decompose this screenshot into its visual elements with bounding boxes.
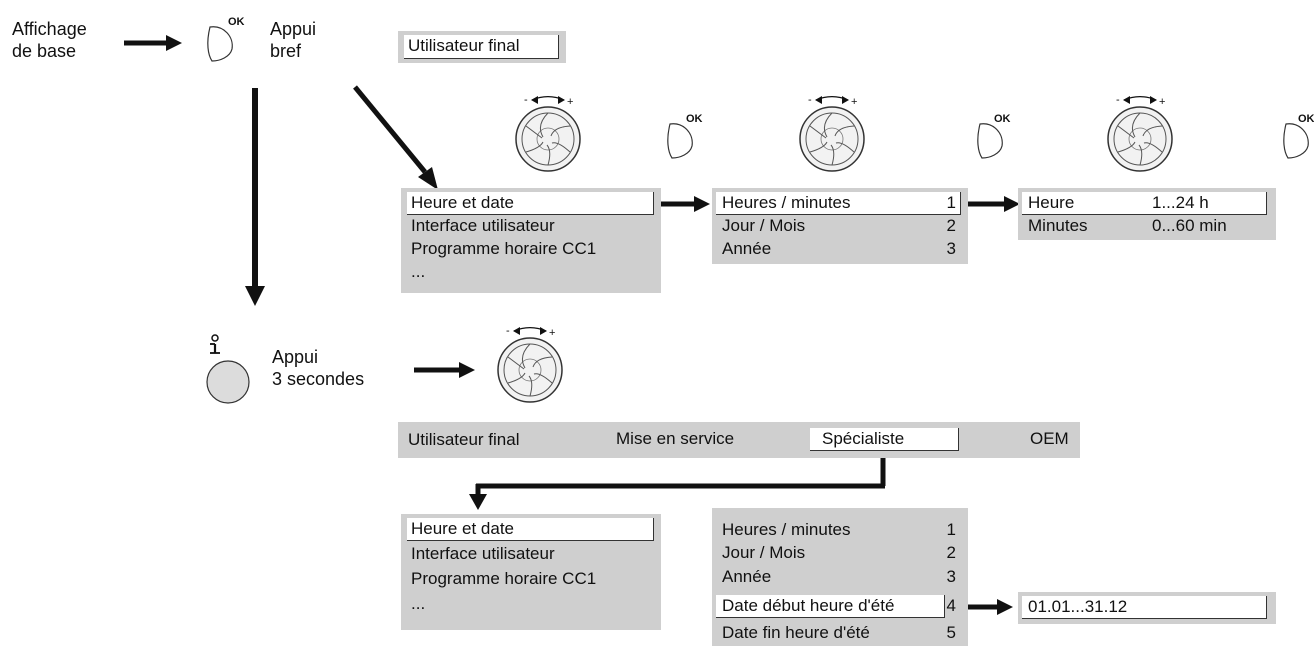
ok-button-2 [977,123,1003,159]
menu-item[interactable]: Interface utilisateur [411,544,555,563]
long-press-label: Appui 3 secondes [272,347,365,389]
menu-item[interactable]: Programme horaire CC1 [411,239,597,258]
level-option[interactable]: Utilisateur final [408,430,520,449]
ok-button-3 [1283,123,1309,159]
rotary-knob-2 [799,93,865,172]
menu-item[interactable]: ... [411,262,426,281]
menu-item[interactable]: Interface utilisateur [411,216,555,235]
level-option-selected[interactable]: Spécialiste [822,429,905,448]
menu-item[interactable]: Heures / minutes [722,520,851,539]
menu-item[interactable]: Heure et date [411,519,515,538]
ok-button-1 [667,123,693,159]
menu-item[interactable]: Date fin heure d'été [722,623,870,642]
short-press-label: Appui bref [270,19,317,61]
menu-item[interactable]: Jour / Mois [722,543,806,562]
rotary-knob-4 [497,324,563,403]
start-label: Affichage de base [12,19,87,61]
ok-label: OK [686,113,703,125]
menu-item-selected[interactable]: Date début heure d'été [722,596,895,615]
ok-label: OK [994,113,1011,125]
info-icon [211,334,219,342]
menu-item[interactable]: Année [722,239,772,258]
time-menu: Heures / minutes 1 Jour / Mois 2 Année 3 [712,188,968,264]
menu-item[interactable]: Heures / minutes [722,193,851,212]
ok-label: OK [1298,113,1314,125]
main-menu: Heure et date Interface utilisateur Prog… [401,188,661,293]
menu-item[interactable]: ... [411,594,426,613]
rotary-knob-3 [1107,93,1173,172]
level-box-top: Utilisateur final [398,31,566,63]
time-menu-bottom: Heures / minutes 1 Jour / Mois 2 Année 3… [712,508,968,646]
menu-item[interactable]: Jour / Mois [722,216,806,235]
main-menu-bottom: Heure et date Interface utilisateur Prog… [401,514,661,630]
ok-button-top [207,26,233,62]
levels-bar: Utilisateur final Mise en service Spécia… [398,422,1080,458]
ok-label: OK [228,16,245,28]
rotary-knob-1 [515,93,581,172]
menu-item[interactable]: Programme horaire CC1 [411,569,597,588]
time-values: Heure 1...24 h Minutes 0...60 min [1018,188,1276,240]
info-button [206,360,250,404]
level-option[interactable]: OEM [1030,429,1069,448]
arrow-diagonal-to-menu [353,85,427,174]
menu-item[interactable]: Heure et date [411,193,515,212]
date-range-box: 01.01...31.12 [1018,592,1276,624]
menu-item[interactable]: Année [722,567,772,586]
level-option[interactable]: Mise en service [616,429,735,448]
